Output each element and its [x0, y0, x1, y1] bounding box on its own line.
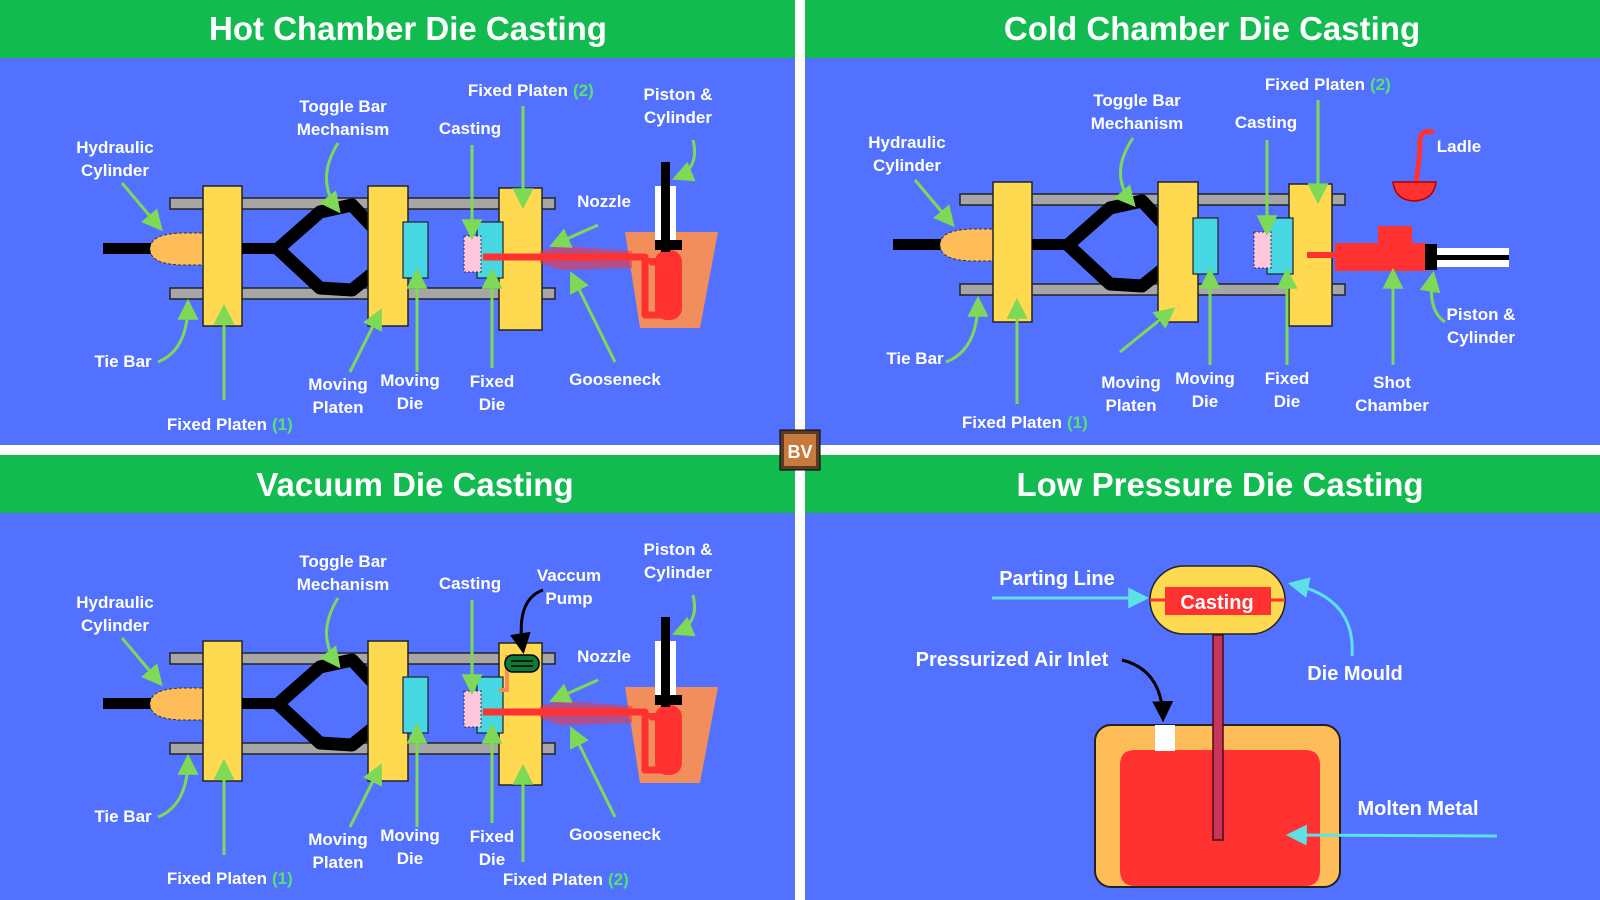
cold-label-fixed-platen-1: Fixed Platen [962, 413, 1062, 432]
vacuum-label-fixed-die-2: Die [479, 850, 505, 869]
cold-label-piston-1: Piston & [1447, 305, 1516, 324]
vacuum-label-nozzle: Nozzle [577, 647, 631, 666]
cold-label-moving-platen-2: Platen [1105, 396, 1156, 415]
low-casting-block [1165, 587, 1271, 615]
hot-label-moving-platen-2: Platen [312, 398, 363, 417]
hot-title: Hot Chamber Die Casting [209, 10, 607, 47]
vacuum-arrows [120, 588, 697, 862]
hot-label-fixed-platen-2: Fixed Platen [468, 81, 568, 100]
vacuum-label-moving-die-1: Moving [380, 826, 440, 845]
cold-label-ladle: Ladle [1437, 137, 1481, 156]
vacuum-diagram: Hydraulic Cylinder Toggle Bar Mechanism … [76, 540, 718, 889]
cold-label-piston-2: Cylinder [1447, 328, 1515, 347]
vacuum-label-fixed-platen-1: Fixed Platen [167, 869, 267, 888]
brand-logo: BV [779, 429, 821, 471]
hot-label-hydraulic-1: Hydraulic [76, 138, 153, 157]
hot-label-moving-die-2: Die [397, 394, 423, 413]
low-arrows [992, 577, 1498, 846]
hot-label-gooseneck: Gooseneck [569, 370, 661, 389]
cold-label-fixed-die-1: Fixed [1265, 369, 1309, 388]
panel-cold-header [805, 0, 1600, 58]
vacuum-label-piston-1: Piston & [644, 540, 713, 559]
cold-label-fixed-platen-2-num: (2) [1370, 75, 1391, 94]
cold-label-shot-2: Chamber [1355, 396, 1429, 415]
panel-low-header [805, 455, 1600, 513]
vacuum-label-moving-platen-1: Moving [308, 830, 368, 849]
vacuum-label-tie-bar: Tie Bar [94, 807, 152, 826]
panel-vacuum-header [0, 455, 795, 513]
vacuum-label-casting: Casting [439, 574, 501, 593]
low-label-die-mould: Die Mould [1307, 663, 1403, 685]
ladle-icon [1392, 128, 1437, 202]
cold-arrows [913, 100, 1446, 404]
vacuum-label-toggle-2: Mechanism [297, 575, 390, 594]
vacuum-label-gooseneck: Gooseneck [569, 825, 661, 844]
hot-label-fixed-die-1: Fixed [470, 372, 514, 391]
hot-label-toggle-2: Mechanism [297, 120, 390, 139]
cold-label-shot-1: Shot [1373, 373, 1411, 392]
low-title: Low Pressure Die Casting [1016, 466, 1423, 503]
hot-label-fixed-die-2: Die [479, 395, 505, 414]
cold-label-toggle-2: Mechanism [1091, 114, 1184, 133]
vacuum-label-fixed-platen-2-num: (2) [608, 870, 629, 889]
hot-label-moving-die-1: Moving [380, 371, 440, 390]
vacuum-label-vacuum-1: Vaccum [537, 566, 601, 585]
vacuum-label-hydraulic-2: Cylinder [81, 616, 149, 635]
hot-label-piston-2: Cylinder [644, 108, 712, 127]
hot-label-piston-1: Piston & [644, 85, 713, 104]
cold-label-hydraulic-1: Hydraulic [868, 133, 945, 152]
cold-label-toggle-1: Toggle Bar [1093, 91, 1181, 110]
cold-label-casting: Casting [1235, 113, 1297, 132]
vacuum-label-fixed-platen-2: Fixed Platen [503, 870, 603, 889]
hot-label-fixed-platen-1-num: (1) [272, 415, 293, 434]
low-label-air-inlet: Pressurized Air Inlet [916, 649, 1109, 671]
cold-label-moving-die-1: Moving [1175, 369, 1235, 388]
hot-label-casting: Casting [439, 119, 501, 138]
cold-label-fixed-platen-1-num: (1) [1067, 413, 1088, 432]
hot-label-fixed-platen-2-num: (2) [573, 81, 594, 100]
cold-label-hydraulic-2: Cylinder [873, 156, 941, 175]
hot-label-hydraulic-2: Cylinder [81, 161, 149, 180]
low-label-parting-line: Parting Line [999, 568, 1115, 590]
hot-label-moving-platen-1: Moving [308, 375, 368, 394]
vacuum-title: Vacuum Die Casting [256, 466, 573, 503]
low-label-casting: Casting [1180, 592, 1253, 614]
panel-hot-header [0, 0, 795, 58]
cold-label-moving-die-2: Die [1192, 392, 1218, 411]
hot-label-nozzle: Nozzle [577, 192, 631, 211]
vacuum-label-piston-2: Cylinder [644, 563, 712, 582]
hot-chamber-diagram: Hydraulic Cylinder Toggle Bar Mechanism … [76, 81, 718, 434]
vacuum-label-moving-platen-2: Platen [312, 853, 363, 872]
hot-label-fixed-platen-1: Fixed Platen [167, 415, 267, 434]
cold-label-moving-platen-1: Moving [1101, 373, 1161, 392]
vacuum-label-moving-die-2: Die [397, 849, 423, 868]
vacuum-label-fixed-platen-1-num: (1) [272, 869, 293, 888]
logo-text: BV [787, 442, 812, 462]
vacuum-label-hydraulic-1: Hydraulic [76, 593, 153, 612]
vacuum-pump-icon [499, 654, 540, 692]
vacuum-label-vacuum-2: Pump [545, 589, 592, 608]
cold-label-tie-bar: Tie Bar [886, 349, 944, 368]
vacuum-label-toggle-1: Toggle Bar [299, 552, 387, 571]
vacuum-label-fixed-die-1: Fixed [470, 827, 514, 846]
hot-label-toggle-1: Toggle Bar [299, 97, 387, 116]
cold-chamber-diagram: Hydraulic Cylinder Toggle Bar Mechanism … [868, 75, 1515, 432]
cold-label-fixed-die-2: Die [1274, 392, 1300, 411]
hot-label-tie-bar: Tie Bar [94, 352, 152, 371]
low-label-molten-metal: Molten Metal [1357, 798, 1478, 820]
cold-label-fixed-platen-2: Fixed Platen [1265, 75, 1365, 94]
cold-title: Cold Chamber Die Casting [1004, 10, 1420, 47]
low-pressure-diagram: Parting Line Casting Pressurized Air Inl… [916, 565, 1498, 888]
hot-arrows [120, 106, 697, 400]
